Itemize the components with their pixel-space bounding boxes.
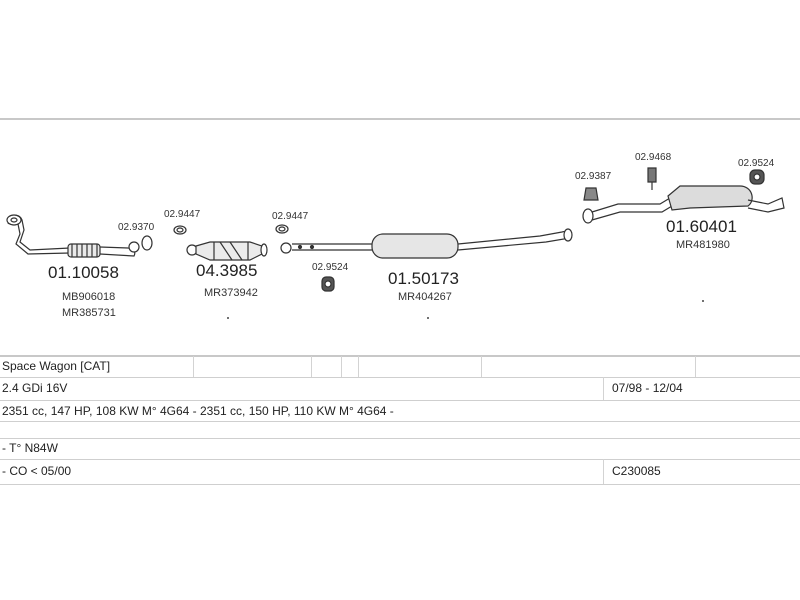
oe-number-1b: MR385731 (62, 307, 116, 319)
center-silencer-drawing (280, 228, 573, 259)
oe-number-4a: MR481980 (676, 239, 730, 251)
exhaust-system-diagram: 02.9370 02.9447 02.9447 02.9524 02.9387 … (6, 152, 785, 319)
accessory-label-2[interactable]: 02.9447 (164, 209, 201, 220)
accessory-label-7[interactable]: 02.9524 (738, 158, 775, 169)
part-number-1[interactable]: 01.10058 (48, 263, 119, 282)
part-number-2[interactable]: 04.3985 (196, 261, 257, 280)
accessory-label-5[interactable]: 02.9387 (575, 171, 612, 182)
ring-drawing (173, 225, 187, 235)
table-vline-5 (481, 356, 482, 377)
rear-mount-drawing (749, 169, 765, 185)
top-border (0, 118, 800, 120)
table-vline-4 (358, 356, 359, 377)
table-vline-2 (311, 356, 312, 377)
table-line-4 (0, 438, 800, 439)
gasket-drawing (141, 235, 153, 251)
catalytic-converter-drawing (186, 241, 268, 261)
table-vline-8 (603, 459, 604, 484)
front-pipe-drawing (6, 214, 140, 258)
oe-number-2a: MR373942 (204, 287, 258, 299)
clamp-drawing (583, 187, 599, 201)
part-number-3[interactable]: 01.50173 (388, 269, 459, 288)
hanger-drawing (647, 167, 657, 190)
ring-drawing-2 (275, 224, 289, 234)
accessory-label-6[interactable]: 02.9468 (635, 152, 672, 163)
years-cell: 07/98 - 12/04 (612, 381, 683, 395)
table-line-1 (0, 377, 800, 378)
rear-silencer-drawing (582, 185, 785, 224)
engine-cell: 2.4 GDi 16V (2, 381, 68, 395)
oe-number-1a: MB906018 (62, 291, 115, 303)
table-line-2 (0, 400, 800, 401)
type-cell: - T° N84W (2, 441, 58, 455)
code-cell: C230085 (612, 464, 661, 478)
accessory-label-3[interactable]: 02.9447 (272, 211, 309, 222)
spec-cell: 2351 cc, 147 HP, 108 KW M° 4G64 - 2351 c… (2, 404, 394, 418)
diagram-bottom-border (0, 355, 800, 357)
accessory-label-4[interactable]: 02.9524 (312, 262, 349, 273)
oe-number-3a: MR404267 (398, 291, 452, 303)
note-cell: - CO < 05/00 (2, 464, 72, 478)
table-line-3 (0, 421, 800, 422)
table-vline-6 (695, 356, 696, 377)
table-vline-3 (341, 356, 342, 377)
model-cell: Space Wagon [CAT] (2, 359, 111, 373)
table-line-6 (0, 484, 800, 485)
rubber-mount-drawing (321, 276, 335, 292)
part-number-4[interactable]: 01.60401 (666, 217, 737, 236)
accessory-label-1[interactable]: 02.9370 (118, 222, 155, 233)
table-line-5 (0, 459, 800, 460)
table-vline-7 (603, 377, 604, 400)
table-vline-1 (193, 356, 194, 377)
